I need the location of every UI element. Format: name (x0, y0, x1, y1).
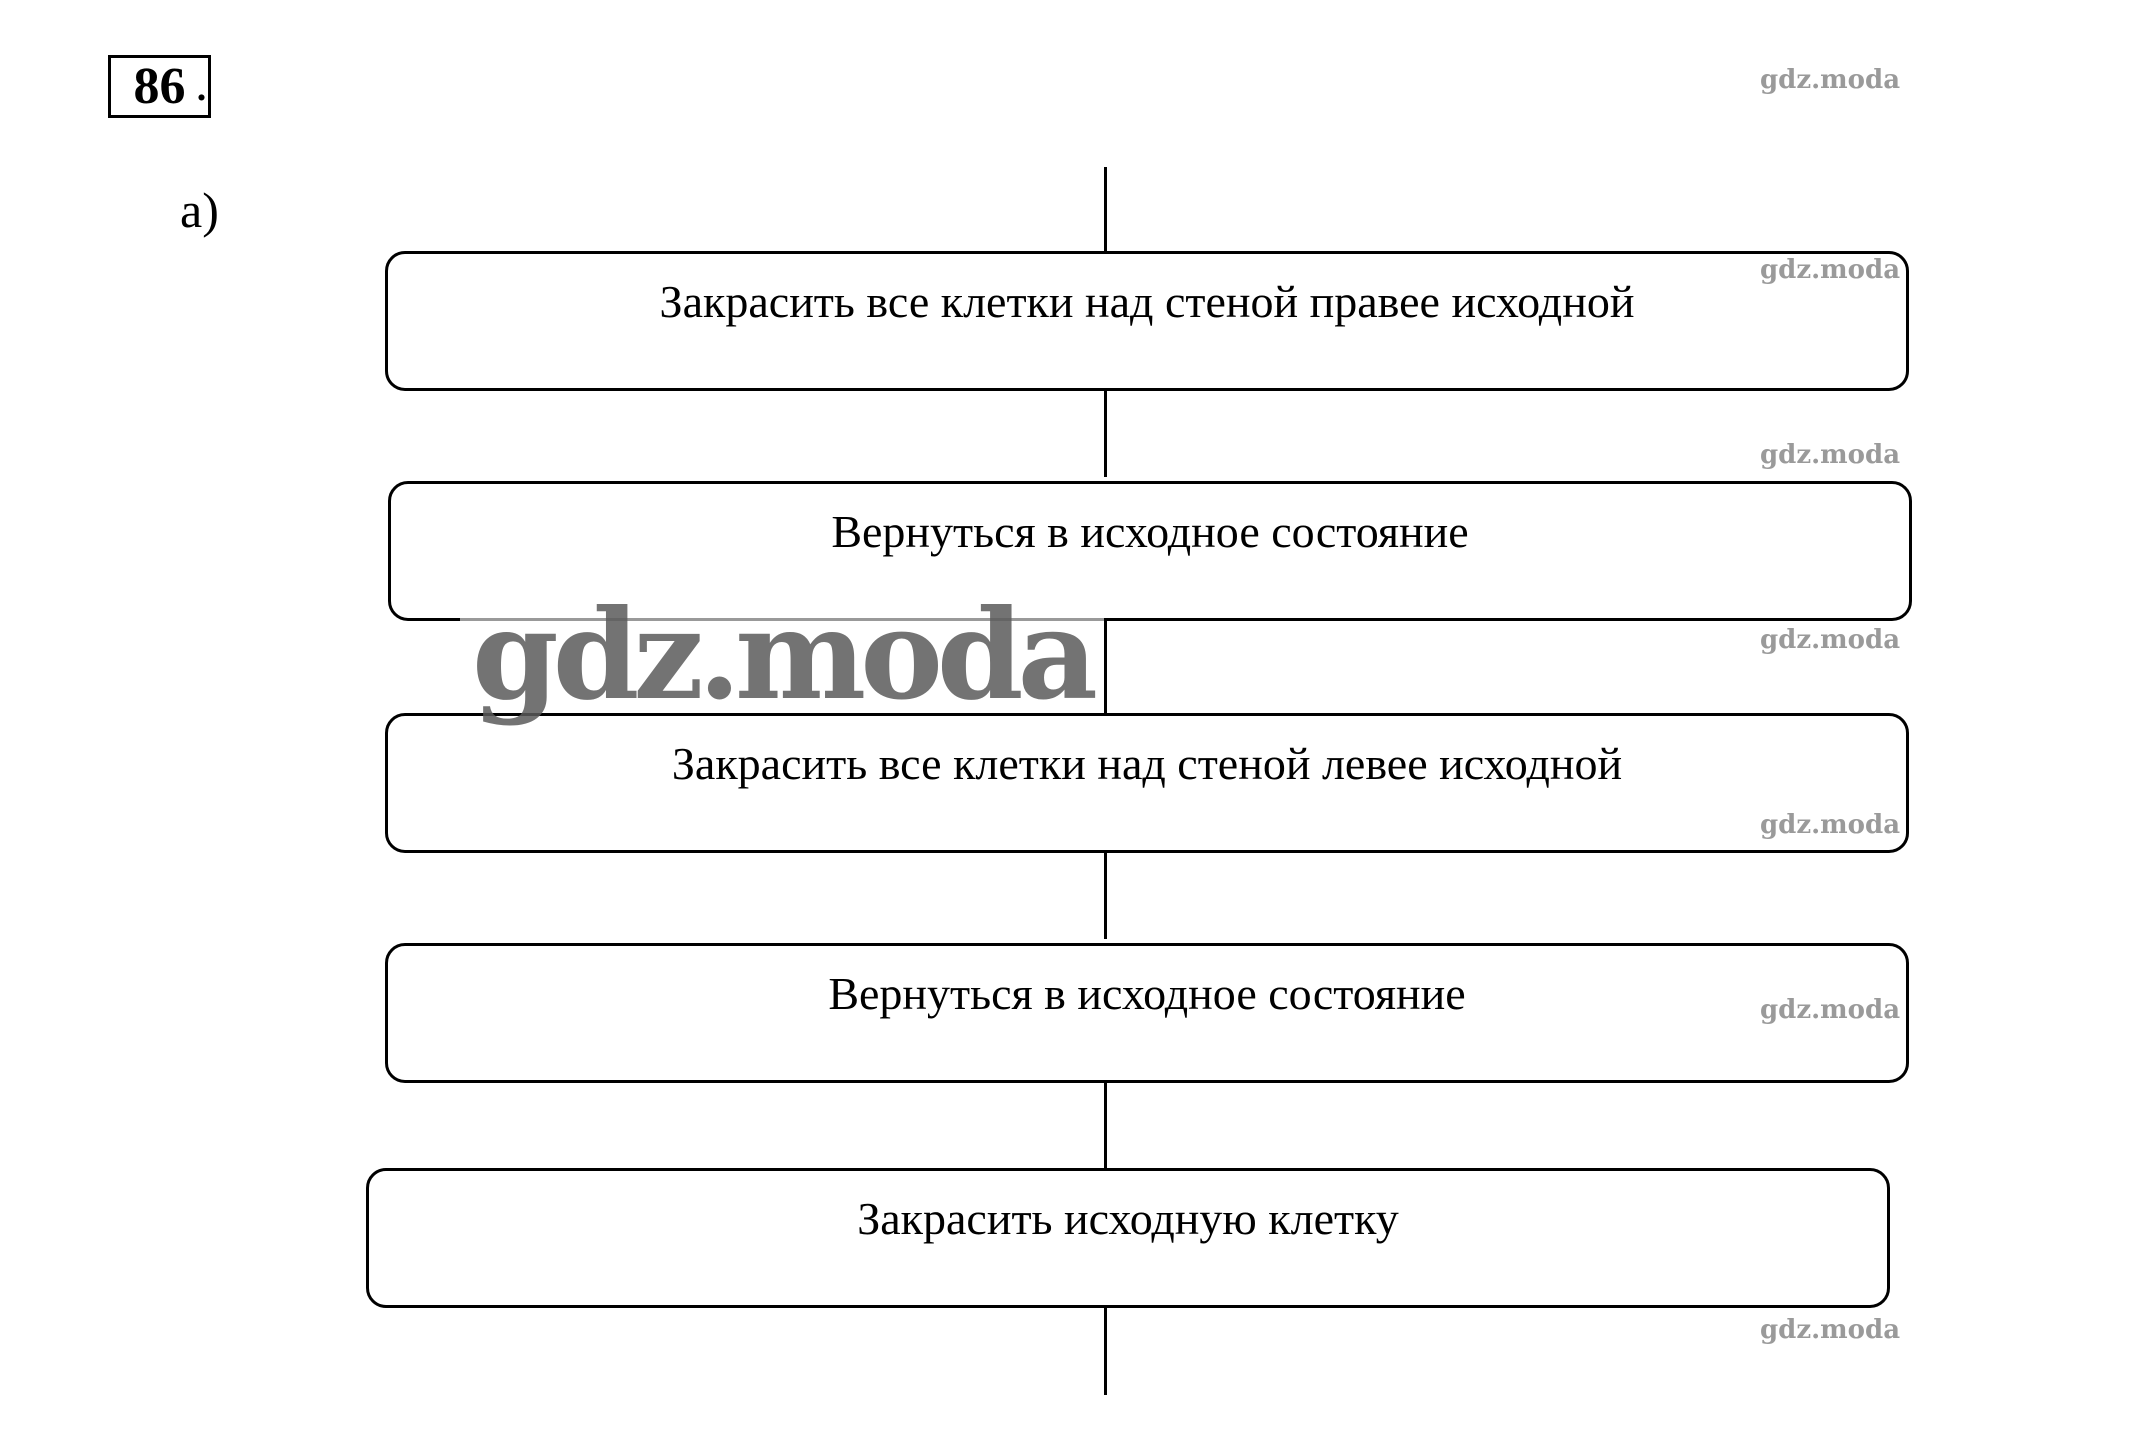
watermark-large: gdz.moda (460, 594, 1104, 718)
flow-step-1: Закрасить все клетки над стеной правее и… (385, 251, 1909, 391)
watermark: gdz.moda (1760, 65, 1901, 95)
flow-step-5: Закрасить исходную клетку (366, 1168, 1890, 1308)
flow-connector-entry (1104, 167, 1107, 253)
flow-connector-4-5 (1104, 1083, 1107, 1169)
task-number-dot: . (195, 55, 208, 112)
flow-step-3-label: Закрасить все клетки над стеной левее ис… (671, 738, 1623, 789)
part-label: а) (180, 182, 219, 238)
watermark: gdz.moda (1760, 255, 1901, 285)
flow-connector-2-3 (1104, 621, 1107, 715)
watermark: gdz.moda (1760, 625, 1901, 655)
watermark: gdz.moda (1760, 1315, 1901, 1345)
flow-step-2: Вернуться в исходное состояние (388, 481, 1912, 621)
watermark: gdz.moda (1760, 995, 1901, 1025)
flow-step-3: Закрасить все клетки над стеной левее ис… (385, 713, 1909, 853)
flow-connector-1-2 (1104, 391, 1107, 477)
watermark: gdz.moda (1760, 440, 1901, 470)
watermark: gdz.moda (1760, 810, 1901, 840)
flow-connector-3-4 (1104, 853, 1107, 939)
task-number: 86 (108, 55, 211, 118)
flow-step-4-label: Вернуться в исходное состояние (828, 968, 1466, 1019)
flow-step-2-label: Вернуться в исходное состояние (831, 506, 1469, 557)
flow-connector-exit (1104, 1307, 1107, 1395)
flow-step-4: Вернуться в исходное состояние (385, 943, 1909, 1083)
flow-step-1-label: Закрасить все клетки над стеной правее и… (659, 276, 1635, 327)
flow-step-5-label: Закрасить исходную клетку (857, 1193, 1399, 1244)
